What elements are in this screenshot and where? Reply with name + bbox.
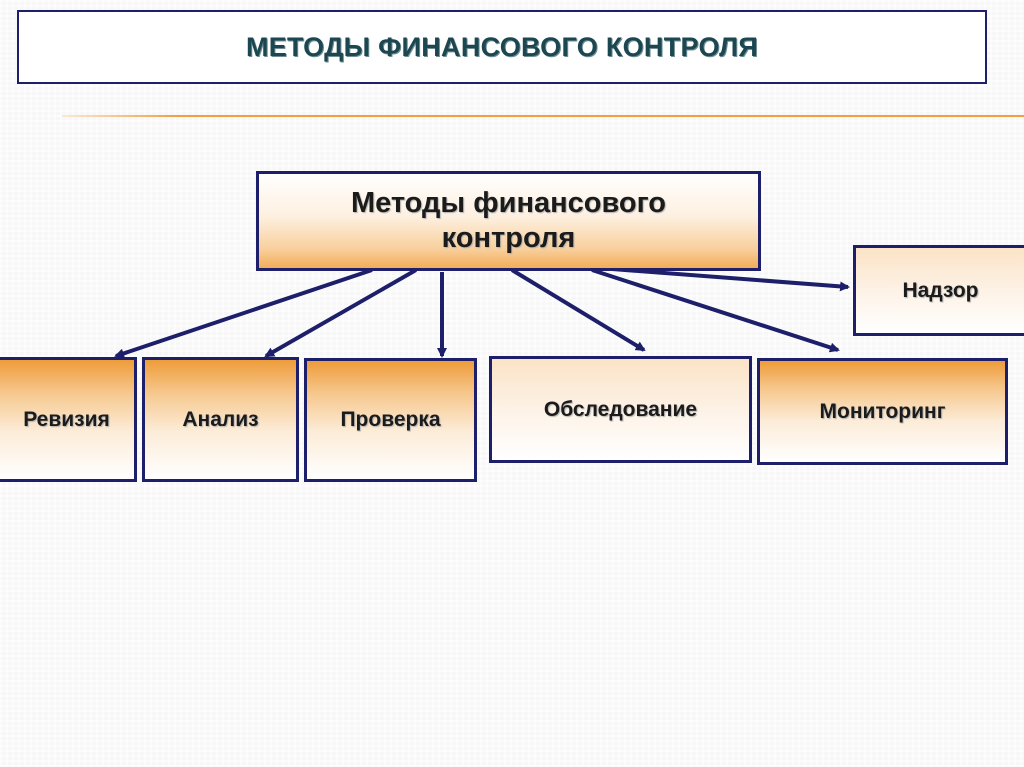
node-monitoring-label: Мониторинг (819, 400, 946, 423)
node-check: Проверка (304, 358, 477, 482)
title-divider (62, 115, 1024, 117)
slide-title: МЕТОДЫ ФИНАНСОВОГО КОНТРОЛЯ (245, 31, 759, 62)
node-monitoring: Мониторинг (757, 358, 1008, 465)
node-analysis-label: Анализ (182, 407, 259, 431)
title-banner: МЕТОДЫ ФИНАНСОВОГО КОНТРОЛЯ (17, 10, 987, 84)
root-label: Методы финансового контроля (351, 186, 666, 256)
root-label-line1: Методы финансового (350, 187, 667, 220)
node-supervision-label: Надзор (902, 278, 979, 302)
node-check-label: Проверка (340, 408, 441, 432)
node-supervision: Надзор (853, 245, 1024, 336)
arrow-to-supervision (611, 267, 850, 292)
arrow-to-inspection (510, 268, 646, 352)
arrow-to-revision (114, 268, 373, 359)
arrow-to-analysis (264, 268, 417, 358)
root-box: Методы финансового контроля (256, 171, 761, 271)
node-inspection: Обследование (489, 356, 752, 463)
node-revision-label: Ревизия (23, 407, 110, 431)
node-revision: Ревизия (0, 357, 137, 482)
arrow-to-monitoring (591, 268, 840, 353)
node-analysis: Анализ (142, 357, 299, 482)
root-label-line2: контроля (441, 222, 576, 254)
node-inspection-label: Обследование (543, 398, 698, 421)
